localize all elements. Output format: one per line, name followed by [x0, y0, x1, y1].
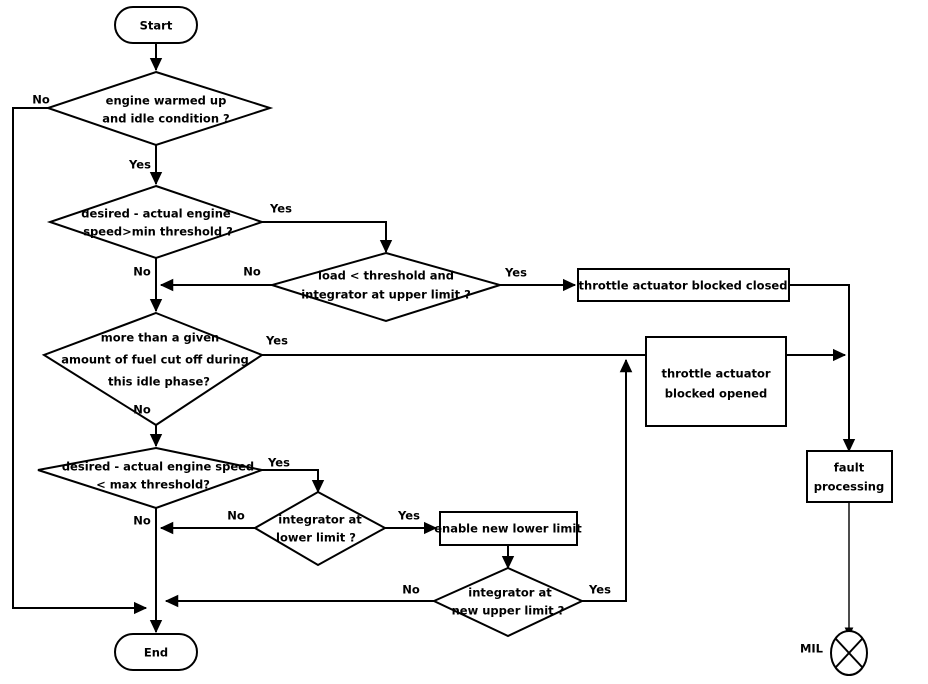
start-terminator-shape — [114, 6, 198, 44]
fault-processing-box-shape — [806, 450, 893, 503]
node-mil-lamp: MIL — [800, 630, 868, 676]
node-decision-integrator-new-upper: integrator at new upper limit ? — [431, 566, 585, 638]
mil-label: MIL — [800, 642, 824, 656]
edge-label-load-upper-yes: Yes — [504, 266, 527, 280]
fuel-cut-diamond-shape — [41, 311, 265, 427]
edge-labels: No Yes Yes No No Yes Yes No Yes No No Ye… — [32, 93, 611, 597]
node-process-blocked-closed: throttle actuator blocked closed — [577, 268, 790, 302]
blocked-closed-line1: throttle actuator blocked closed — [579, 279, 788, 293]
node-start: Start — [114, 6, 198, 44]
node-decision-fuel-cut: more than a given amount of fuel cut off… — [41, 311, 265, 427]
engine-warm-diamond-shape — [44, 70, 274, 147]
edge-label-integrator-lower-no: No — [227, 509, 245, 523]
node-decision-max-threshold: desired - actual engine speed < max thre… — [37, 446, 266, 510]
load-upper-line1: load < threshold and — [318, 269, 454, 283]
load-upper-line2: integrator at upper limit ? — [301, 288, 471, 302]
integrator-new-upper-line2: new upper limit ? — [452, 604, 565, 618]
node-process-enable-lower-limit: enable new lower limit — [434, 511, 582, 546]
connectors — [12, 42, 856, 637]
start-label: Start — [140, 19, 173, 33]
fault-processing-line1: fault — [834, 461, 865, 475]
fuel-cut-line2: amount of fuel cut off during — [61, 353, 249, 367]
edge-label-fuel-cut-no: No — [133, 403, 151, 417]
min-threshold-line2: speed>min threshold ? — [83, 225, 233, 239]
edge-label-min-threshold-no: No — [133, 265, 151, 279]
engine-warm-line1: engine warmed up — [106, 94, 227, 108]
max-threshold-line1: desired - actual engine speed — [62, 460, 254, 474]
load-upper-diamond-shape — [268, 251, 504, 323]
edge-blocked-closed-to-fault — [789, 284, 856, 453]
node-decision-load-upper: load < threshold and integrator at upper… — [268, 251, 504, 323]
edge-label-integrator-new-upper-no: No — [402, 583, 420, 597]
blocked-opened-line2: blocked opened — [665, 387, 767, 401]
engine-warm-line2: and idle condition ? — [102, 112, 229, 126]
fuel-cut-line1: more than a given — [101, 331, 219, 345]
fuel-cut-line3: this idle phase? — [108, 375, 210, 389]
edge-max-threshold-yes — [262, 469, 325, 494]
max-threshold-diamond-shape — [37, 446, 266, 510]
node-process-fault-processing: fault processing — [806, 450, 893, 503]
enable-lower-limit-box-shape — [439, 511, 578, 546]
min-threshold-line1: desired - actual engine — [81, 207, 231, 221]
edge-label-integrator-lower-yes: Yes — [397, 509, 420, 523]
integrator-new-upper-line1: integrator at — [468, 586, 552, 600]
integrator-lower-diamond-shape — [253, 490, 388, 567]
edge-label-fuel-cut-yes: Yes — [265, 334, 288, 348]
edge-label-integrator-new-upper-yes: Yes — [588, 583, 611, 597]
node-decision-engine-warm: engine warmed up and idle condition ? — [44, 70, 274, 147]
blocked-opened-box-shape — [645, 336, 787, 427]
blocked-opened-line1: throttle actuator — [661, 367, 770, 381]
edge-label-engine-warm-no: No — [32, 93, 50, 107]
integrator-new-upper-diamond-shape — [431, 566, 585, 638]
edge-engine-warm-no — [12, 107, 148, 615]
edge-label-load-upper-no: No — [243, 265, 261, 279]
max-threshold-line2: < max threshold? — [96, 478, 210, 492]
edge-min-threshold-yes — [262, 221, 393, 254]
blocked-closed-box-shape — [577, 268, 790, 302]
edge-label-min-threshold-yes: Yes — [269, 202, 292, 216]
min-threshold-diamond-shape — [46, 184, 266, 260]
node-decision-integrator-lower: integrator at lower limit ? — [253, 490, 388, 567]
integrator-lower-line1: integrator at — [278, 513, 362, 527]
edge-integ-new-upper-yes — [582, 358, 633, 602]
node-decision-min-threshold: desired - actual engine speed>min thresh… — [46, 184, 266, 260]
end-terminator-shape — [114, 633, 198, 671]
edge-label-max-threshold-no: No — [133, 514, 151, 528]
mil-lamp-cross-2 — [835, 638, 863, 668]
enable-lower-limit-line1: enable new lower limit — [434, 522, 582, 536]
end-label: End — [144, 646, 168, 660]
node-end: End — [114, 633, 198, 671]
integrator-lower-line2: lower limit ? — [276, 531, 356, 545]
edge-label-engine-warm-yes: Yes — [128, 158, 151, 172]
edge-label-max-threshold-yes: Yes — [267, 456, 290, 470]
node-process-blocked-opened: throttle actuator blocked opened — [645, 336, 787, 427]
fault-processing-line2: processing — [814, 480, 884, 494]
